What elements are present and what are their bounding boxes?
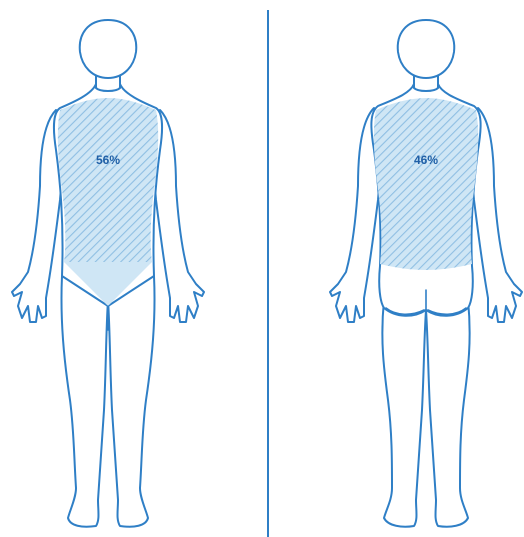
back-left-leg xyxy=(382,300,426,527)
front-torso-shading xyxy=(58,98,158,262)
back-figure: 46% xyxy=(330,20,522,527)
back-percent-label: 46% xyxy=(414,153,438,167)
front-percent-label: 56% xyxy=(96,153,120,167)
front-left-leg xyxy=(61,276,108,527)
front-figure: 56% xyxy=(12,20,204,527)
front-head xyxy=(80,20,137,78)
back-torso-shading xyxy=(374,98,478,270)
back-head xyxy=(398,20,455,78)
back-right-leg xyxy=(426,300,470,527)
front-right-leg xyxy=(108,276,155,527)
